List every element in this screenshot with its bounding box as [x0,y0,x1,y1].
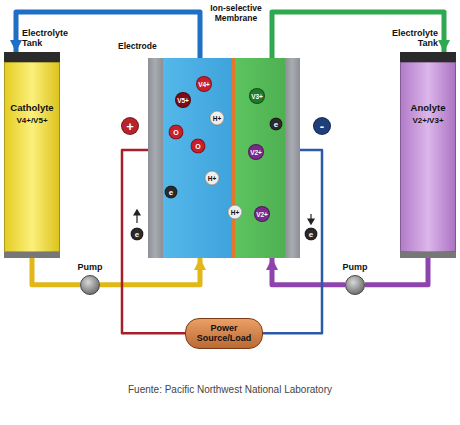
pump-symbol [80,275,100,295]
electrolyte-tank: AnolyteV2+/V3+ [400,52,456,258]
ion-label: V2+ [248,144,264,160]
ion-pair: V2+/V3+ [400,116,456,125]
pump-node: Pump [330,262,380,295]
tank-heading: Electrolyte Tank [22,28,74,49]
pump-label: Pump [330,262,380,273]
tank-heading: Electrolyte Tank [386,28,438,49]
pump-node: Pump [65,262,115,295]
ion-label: H+ [228,205,243,220]
caption: Fuente: Pacific Northwest National Labor… [0,384,460,395]
pump-symbol [345,275,365,295]
electron-label: e [165,186,178,199]
positive-terminal-label: + [121,117,139,135]
electrolyte-tank: CatholyteV4+/V5+ [4,52,60,258]
tank-node: Electrolyte TankCatholyteV4+/V5+ [4,28,60,258]
pump-label: Pump [65,262,115,273]
ion-label: H+ [210,111,225,126]
power-source: Power Source/Load [185,318,263,349]
electrolyte-name: Catholyte [4,102,60,113]
ion-label: O [169,125,184,140]
electrode-label: Electrode [118,42,178,52]
electrolyte-name: Anolyte [400,102,456,113]
ion-label: H+ [205,171,220,186]
electrolyte-pipe [32,258,80,285]
power-label: Power Source/Load [197,323,252,343]
power-node: Power Source/Load [185,318,263,349]
ion-label: V5+ [175,92,191,108]
electrolyte-pipe [365,258,428,285]
cell-stack [148,58,300,258]
electron-label: e [270,118,283,131]
electron-label: e [131,228,144,241]
negative-terminal-label: - [313,117,331,135]
electrolyte-pipe [272,258,345,285]
electrolyte-pipe [100,258,200,285]
ion-label: V3+ [249,88,265,104]
ion-label: V4+ [196,76,212,92]
membrane-label: Ion-selective Membrane [209,4,263,24]
cell-node: Electrode Ion-selective Membrane [110,0,330,258]
tank-node: Electrolyte TankAnolyteV2+/V3+ [400,28,456,258]
electron-label: e [305,228,318,241]
ion-label: O [191,139,206,154]
ion-label: V2+ [254,206,270,222]
ion-pair: V4+/V5+ [4,116,60,125]
